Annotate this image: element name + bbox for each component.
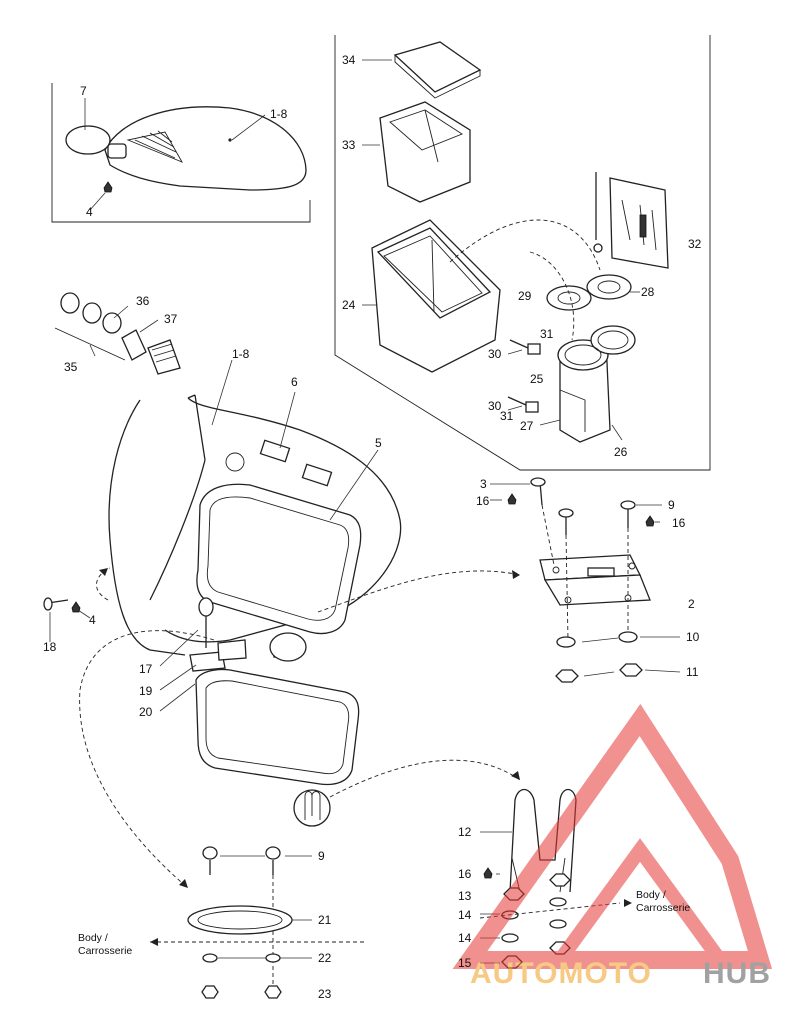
body-label-right-line2: Carrosserie [636, 902, 690, 914]
label-part-22: 22 [318, 951, 332, 965]
bottom-hardware-group [150, 846, 365, 999]
label-part-27: 27 [520, 419, 534, 433]
label-part-6: 6 [291, 375, 298, 389]
label-part-10: 10 [686, 630, 700, 644]
label-part-11: 11 [686, 665, 699, 679]
label-part-31-b: 31 [500, 409, 514, 423]
label-part-4-mid: 4 [89, 613, 96, 627]
label-part-32: 32 [688, 237, 702, 251]
automotohub-watermark: AUTOMOTO HUB [452, 703, 773, 990]
label-part-16-a: 16 [476, 494, 490, 508]
inset-seat-group [51, 83, 311, 223]
body-label-left-line1: Body / [78, 932, 108, 944]
label-part-1-8-main: 1-8 [232, 347, 250, 361]
u-bolt-group [479, 788, 621, 969]
label-part-20: 20 [139, 705, 153, 719]
label-part-9-b: 9 [318, 849, 325, 863]
label-part-24: 24 [342, 298, 356, 312]
label-part-23: 23 [318, 987, 332, 1001]
label-part-14-b: 14 [458, 931, 472, 945]
label-part-1-8-top: 1-8 [270, 107, 288, 121]
label-part-9-a: 9 [668, 498, 675, 512]
label-part-33: 33 [342, 138, 356, 152]
label-part-29: 29 [518, 289, 532, 303]
main-body-group [43, 359, 521, 889]
storage-box-group [334, 35, 711, 471]
label-part-34: 34 [342, 53, 356, 67]
label-part-26: 26 [614, 445, 628, 459]
label-part-3: 3 [480, 477, 487, 491]
label-part-15: 15 [458, 956, 472, 970]
label-part-4-top: 4 [86, 205, 93, 219]
body-label-left: Body / Carrosserie [78, 932, 132, 957]
label-part-25: 25 [530, 372, 544, 386]
label-part-12: 12 [458, 825, 472, 839]
body-label-right: Body / Carrosserie [624, 889, 690, 914]
label-part-5: 5 [375, 436, 382, 450]
label-part-16-b: 16 [672, 516, 686, 530]
label-part-28: 28 [641, 285, 655, 299]
label-part-2: 2 [688, 597, 695, 611]
label-part-13: 13 [458, 889, 472, 903]
watermark-hub-text: HUB [703, 957, 771, 990]
label-part-36: 36 [136, 294, 150, 308]
label-part-30-b: 30 [488, 399, 502, 413]
body-label-left-line2: Carrosserie [78, 945, 132, 957]
label-part-31-a: 31 [540, 327, 554, 341]
label-part-19: 19 [139, 684, 153, 698]
label-part-17: 17 [139, 662, 153, 676]
part-labels: 1-8 7 4 34 33 32 24 29 28 31 30 25 30 31… [43, 53, 702, 1001]
hinge-bracket-group [490, 477, 681, 683]
label-part-14-a: 14 [458, 908, 472, 922]
label-part-7: 7 [80, 84, 87, 98]
label-part-30-a: 30 [488, 347, 502, 361]
label-part-21: 21 [318, 913, 332, 927]
label-part-18: 18 [43, 640, 57, 654]
watermark-automoto-text: AUTOMOTO [470, 957, 652, 990]
body-label-right-line1: Body / [636, 889, 666, 901]
label-part-35: 35 [64, 360, 78, 374]
label-part-16-c: 16 [458, 867, 472, 881]
vent-hardware-group [54, 292, 181, 375]
label-part-37: 37 [164, 312, 178, 326]
